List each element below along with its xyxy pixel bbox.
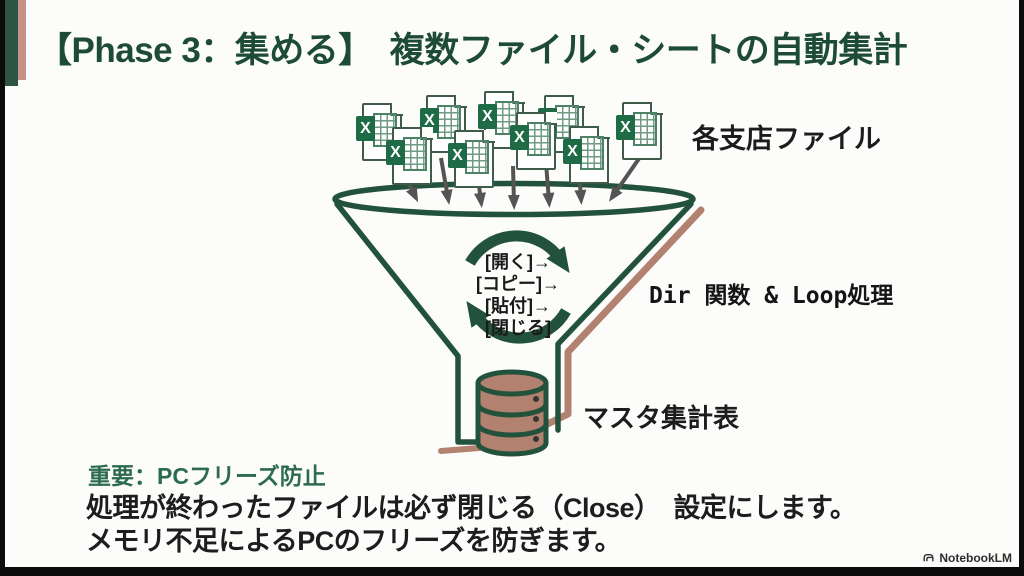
frame-edge-left: [0, 0, 5, 576]
loop-step-copy: [コピー]→: [476, 274, 560, 294]
funnel-right-wall: [555, 201, 694, 433]
branch-files-label: 各支店ファイル: [692, 124, 881, 154]
note-line2: メモリ不足によるPCのフリーズを防ぎます。: [86, 526, 622, 556]
frame-edge-bottom: [0, 567, 1024, 576]
header-accent-bar: [5, 0, 18, 86]
watermark-label: NotebookLM: [939, 551, 1012, 565]
notebooklm-icon: [923, 553, 934, 561]
header-accent-bar-secondary: [18, 0, 26, 80]
funnel-left-wall: [334, 201, 482, 445]
master-table-label: マスタ集計表: [583, 403, 740, 433]
note-heading: 重要：PCフリーズ防止: [88, 463, 326, 489]
frame-edge-right: [1019, 0, 1024, 576]
database-icon: [475, 369, 549, 457]
loop-arrows-icon: [465, 230, 571, 344]
loop-step-open: [開く]→: [485, 252, 551, 272]
loop-step-paste: [貼付]→: [485, 296, 551, 316]
slide-title: 【Phase 3：集める】 複数ファイル・シートの自動集計: [37, 31, 908, 70]
dir-loop-label: Dir 関数 & Loop処理: [649, 283, 894, 309]
watermark: NotebookLM: [922, 551, 1012, 565]
loop-steps: [開く]→ [コピー]→ [貼付]→ [閉じる]: [438, 251, 598, 339]
note-line1: 処理が終わったファイルは必ず閉じる（Close） 設定にします。: [86, 493, 857, 523]
loop-step-close: [閉じる]: [485, 318, 551, 338]
